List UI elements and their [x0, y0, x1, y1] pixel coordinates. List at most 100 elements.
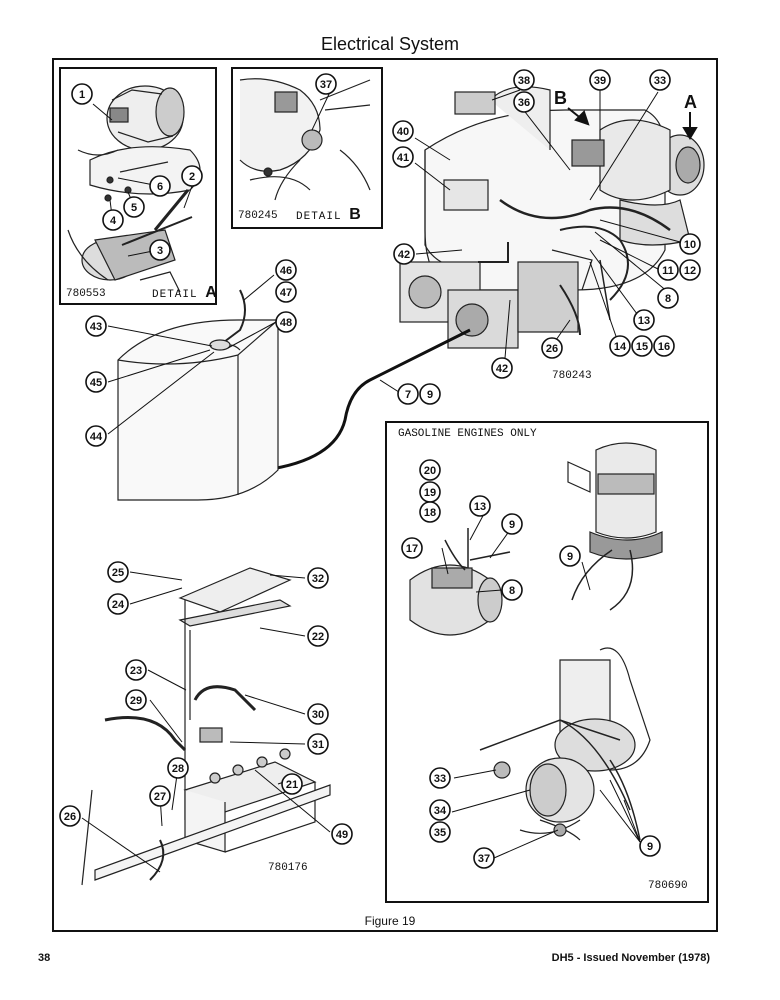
figure-frame [52, 58, 718, 932]
callout-c39: 39 [589, 69, 611, 91]
callout-c27: 27 [149, 785, 171, 807]
callout-number: 28 [172, 763, 184, 775]
callout-number: 29 [130, 695, 142, 707]
callout-number: 47 [280, 287, 292, 299]
callout-circle [307, 703, 329, 725]
callout-circle [181, 165, 203, 187]
callout-number: 37 [320, 79, 332, 91]
detail-a-letter: A [205, 284, 217, 301]
callout-circle [653, 335, 675, 357]
battery-assembly [81, 567, 331, 886]
callout-c1: 1 [71, 83, 93, 105]
callout-circle [657, 259, 679, 281]
callout-c26: 26 [541, 337, 563, 359]
callout-circle [307, 625, 329, 647]
callout-c16: 16 [653, 335, 675, 357]
callout-number: 42 [496, 363, 508, 375]
callout-g13: 13 [469, 495, 491, 517]
callout-c3: 3 [149, 239, 171, 261]
callout-circle [59, 805, 81, 827]
callout-g17: 17 [401, 537, 423, 559]
detail-a-ref: 780553 [66, 288, 106, 300]
callout-circle [85, 371, 107, 393]
detail-b-sketch [239, 78, 371, 201]
detail-a-caption: DETAIL A [152, 284, 217, 302]
callout-c31: 31 [307, 733, 329, 755]
view-arrow-b-label: B [554, 88, 567, 108]
callout-c6: 6 [149, 175, 171, 197]
callout-c28: 28 [167, 757, 189, 779]
callout-c5: 5 [123, 196, 145, 218]
callout-number: 33 [654, 75, 666, 87]
callout-g8: 8 [501, 579, 523, 601]
callout-c12: 12 [679, 259, 701, 281]
callout-number: 35 [434, 827, 446, 839]
callout-circle [513, 69, 535, 91]
callout-circle [639, 835, 661, 857]
callout-c40: 40 [392, 120, 414, 142]
callout-circle [491, 357, 513, 379]
callout-c10: 10 [679, 233, 701, 255]
callout-c26b: 26 [59, 805, 81, 827]
callout-number: 9 [427, 389, 433, 401]
callout-number: 31 [312, 739, 324, 751]
callout-circle [541, 337, 563, 359]
callout-number: 45 [90, 377, 102, 389]
callout-c47: 47 [275, 281, 297, 303]
callout-number: 43 [90, 321, 102, 333]
callout-number: 15 [636, 341, 648, 353]
callout-number: 21 [286, 779, 298, 791]
callout-g20: 20 [419, 459, 441, 481]
callout-circle [513, 91, 535, 113]
detail-b-caption: DETAIL B [296, 206, 361, 224]
callout-circle [275, 311, 297, 333]
callout-c42a: 42 [393, 243, 415, 265]
detail-b-label: DETAIL [296, 211, 342, 223]
callout-c29: 29 [125, 689, 147, 711]
detail-b-letter: B [349, 206, 361, 223]
callout-number: 25 [112, 567, 124, 579]
callout-number: 40 [397, 126, 409, 138]
callout-number: 37 [478, 853, 490, 865]
callout-number: 46 [280, 265, 292, 277]
callout-number: 30 [312, 709, 324, 721]
callout-number: 13 [638, 315, 650, 327]
callout-number: 41 [397, 152, 409, 164]
callout-circle [649, 69, 671, 91]
detail-a-label: DETAIL [152, 289, 198, 301]
callout-number: 26 [546, 343, 558, 355]
callout-g35: 35 [429, 821, 451, 843]
callout-circle [307, 567, 329, 589]
callout-number: 9 [509, 519, 515, 531]
callout-circle [125, 659, 147, 681]
detail-b-ref: 780245 [238, 210, 278, 222]
callout-circle [419, 383, 441, 405]
callout-number: 8 [665, 293, 671, 305]
callout-number: 5 [131, 202, 137, 214]
callout-number: 7 [405, 389, 411, 401]
callout-number: 16 [658, 341, 670, 353]
callout-c43: 43 [85, 315, 107, 337]
callout-circle [85, 315, 107, 337]
callout-number: 9 [567, 551, 573, 563]
starter-motor [409, 528, 511, 636]
callout-c42b: 42 [491, 357, 513, 379]
callout-number: 13 [474, 501, 486, 513]
callout-c32: 32 [307, 567, 329, 589]
beacon-lamp [567, 442, 663, 611]
main-view-ref: 780243 [552, 370, 592, 382]
callout-circle [107, 561, 129, 583]
callout-circle [107, 593, 129, 615]
callout-circle [149, 239, 171, 261]
callout-c41: 41 [392, 146, 414, 168]
callout-c45: 45 [85, 371, 107, 393]
callout-c2: 2 [181, 165, 203, 187]
callout-number: 17 [406, 543, 418, 555]
callout-number: 33 [434, 773, 446, 785]
callout-number: 11 [662, 265, 674, 277]
callout-number: 18 [424, 507, 436, 519]
callout-circle [679, 233, 701, 255]
callout-number: 38 [518, 75, 530, 87]
callout-circle [657, 287, 679, 309]
